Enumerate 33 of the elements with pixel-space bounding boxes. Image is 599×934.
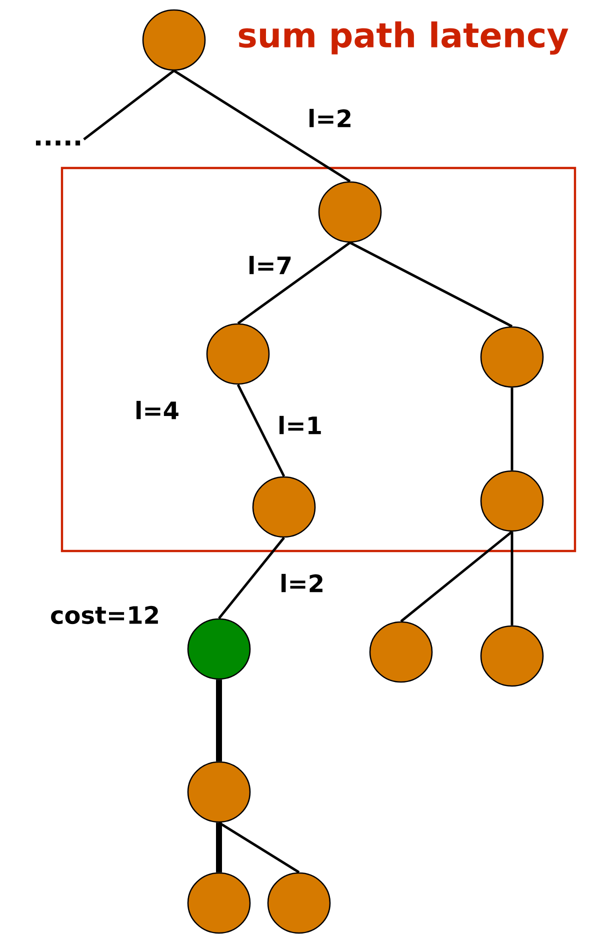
tree-edge [218,536,285,620]
highlight-rectangle [60,166,576,552]
tree-edge [173,70,351,182]
tree-node-circle [267,872,331,934]
edge-label: l=2 [278,572,326,594]
tree-node-circle [480,326,544,388]
tree-edge [218,822,300,874]
tree-edge [400,530,513,622]
tree-edge [510,532,514,626]
tree-edge [216,680,222,762]
tree-node-circle [252,476,316,538]
tree-node-circle [187,618,251,680]
latency-label: l=4 [136,400,178,420]
tree-edge [236,384,286,477]
tree-node-circle [206,323,270,385]
tree-edge [216,822,222,872]
edge-label: l=7 [246,254,294,276]
edge-label: l=1 [276,414,324,436]
tree-node-circle [142,9,206,71]
tree-node-circle [369,621,433,683]
ellipsis-text: ..... [36,140,80,146]
tree-edge [237,242,351,324]
tree-node-circle [187,761,251,823]
tree-node-circle [318,181,382,243]
title: sum path latency [238,21,568,55]
tree-node-circle [480,625,544,687]
tree-edge [510,388,514,470]
cost-label: cost=12 [51,606,158,624]
tree-node-circle [187,872,251,934]
tree-edge [349,242,513,328]
tree-edge [83,70,175,140]
tree-node-circle [480,470,544,532]
edge-label: l=2 [306,108,354,128]
